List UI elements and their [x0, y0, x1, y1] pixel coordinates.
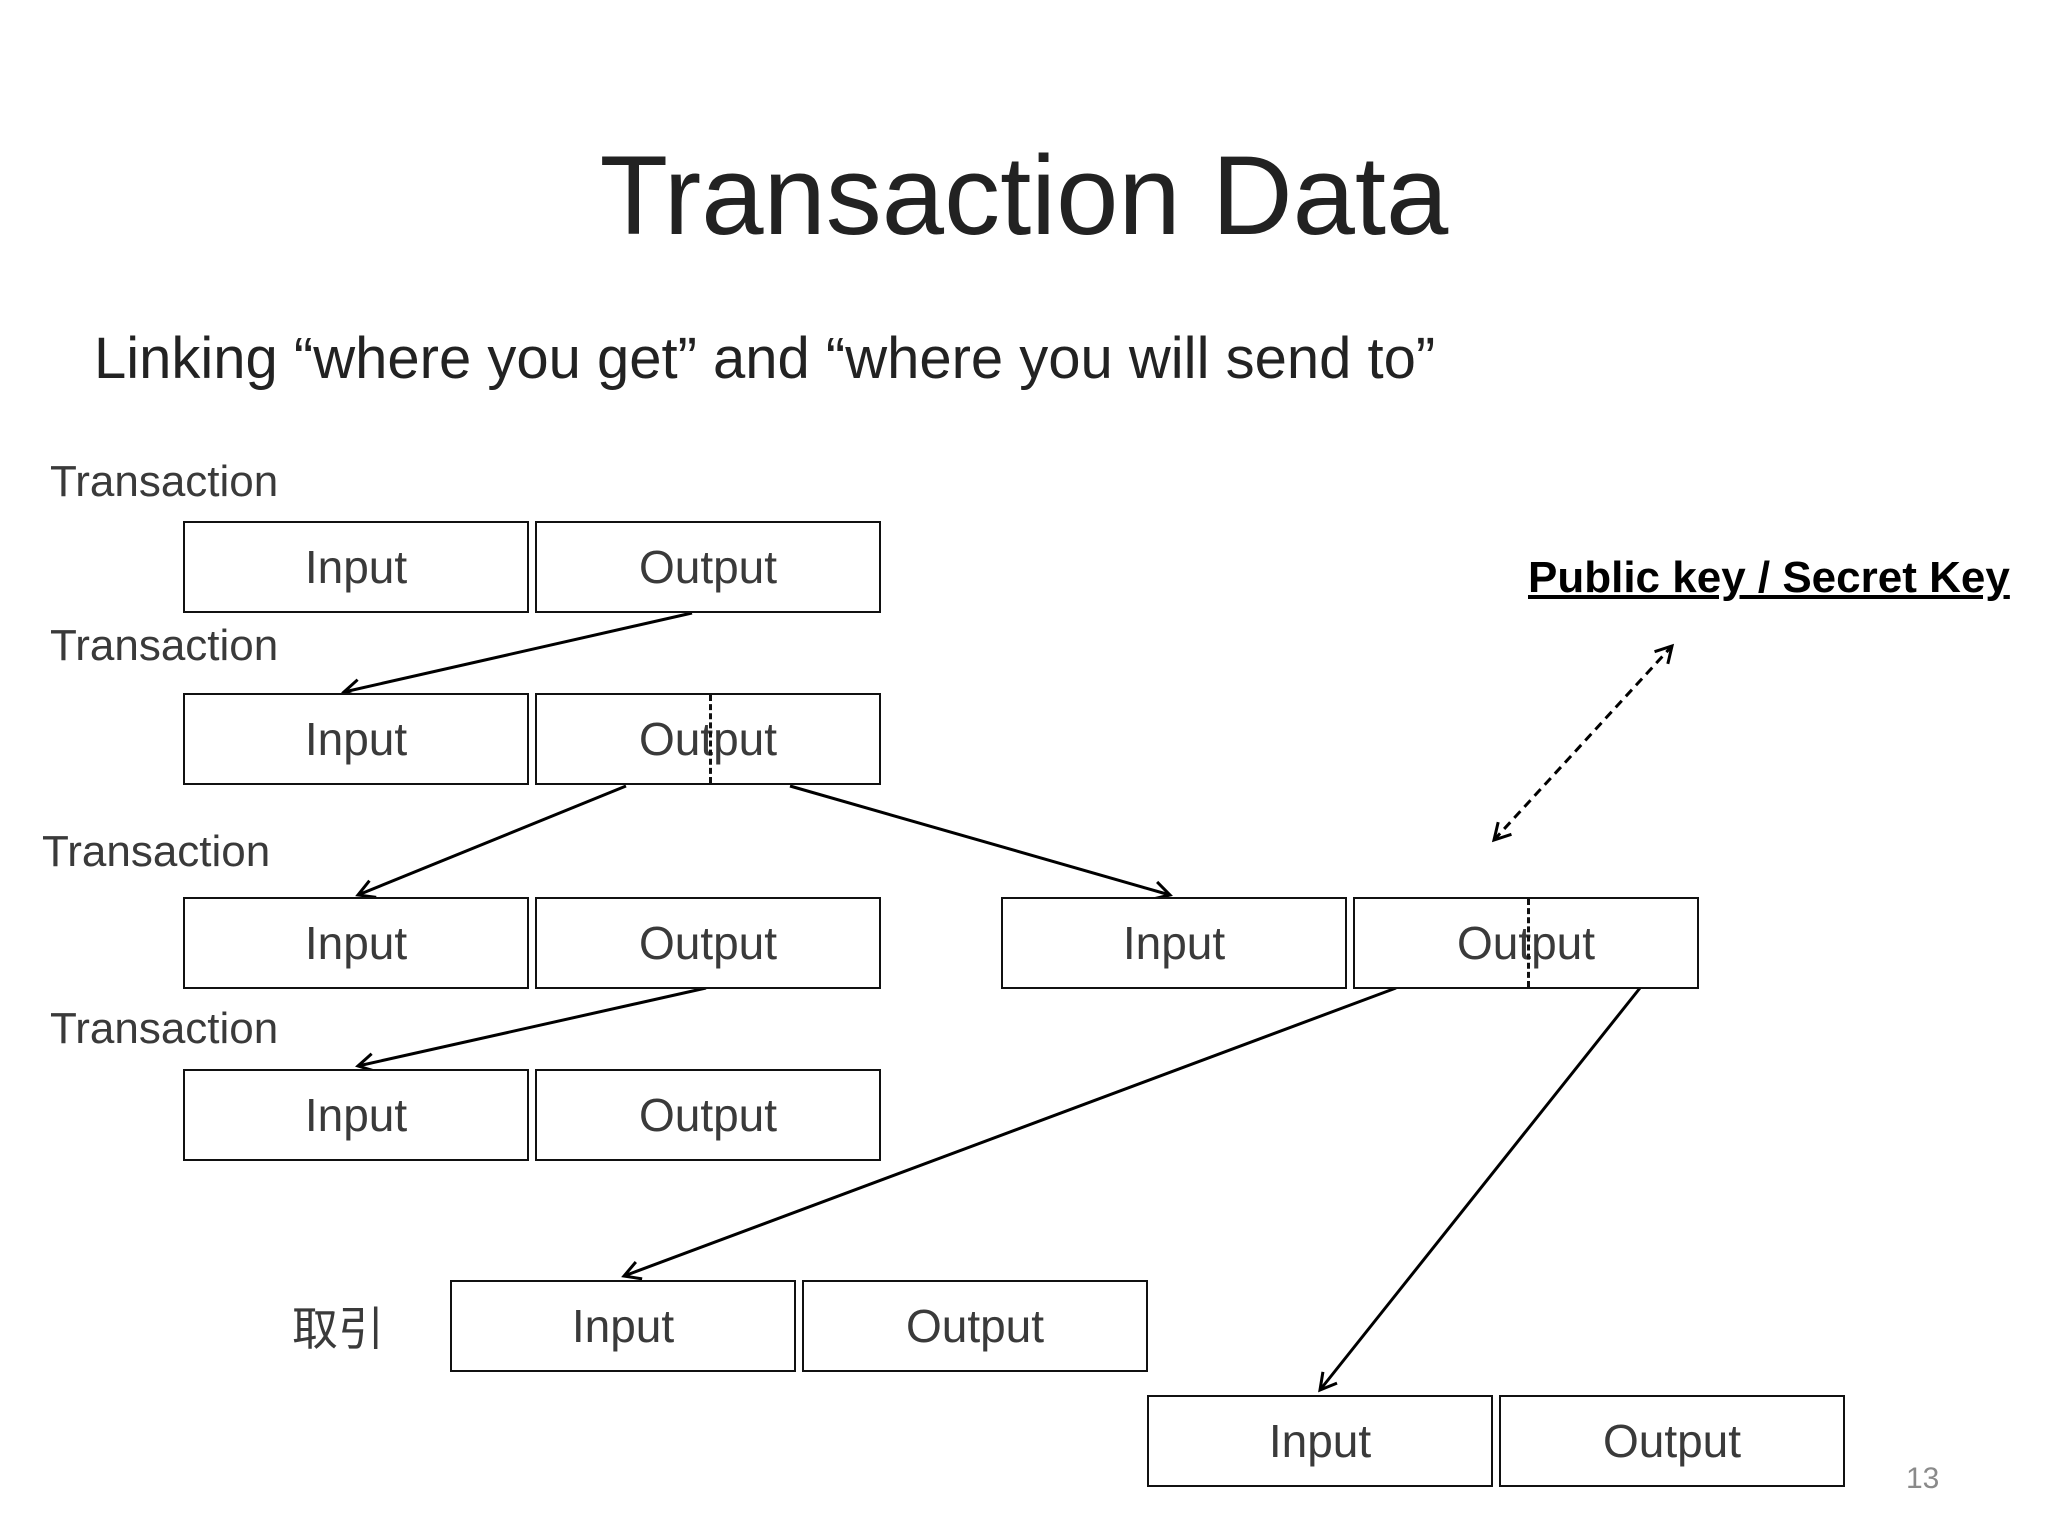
transaction-input-box: Input	[450, 1280, 796, 1372]
output-text: Output	[638, 713, 778, 765]
transaction-output-box: Output	[1499, 1395, 1845, 1487]
slide-subtitle: Linking “where you get” and “where you w…	[94, 326, 1436, 391]
arrow-tx5-output-to-tx6-input	[621, 986, 1397, 1281]
transaction-input-box: Input	[183, 693, 529, 785]
output-split-divider	[709, 695, 712, 783]
transaction-label-japanese: 取引	[292, 1303, 384, 1355]
transaction-output-box: Output	[535, 693, 881, 785]
arrow-tx2-output-to-tx5-input	[789, 784, 1173, 901]
arrow-tx1-output-to-tx2-input	[341, 611, 693, 699]
key-pair-double-arrow	[1491, 643, 1675, 843]
transaction-label: Transaction	[42, 827, 271, 876]
transaction-label: Transaction	[50, 1004, 279, 1053]
output-split-divider	[1527, 899, 1530, 987]
page-number: 13	[1906, 1462, 1940, 1495]
transaction-input-box: Input	[1147, 1395, 1493, 1487]
transaction-output-box: Output	[535, 521, 881, 613]
arrow-tx5-output-to-tx7-input	[1318, 987, 1642, 1393]
public-secret-key-label: Public key / Secret Key	[1528, 553, 2010, 602]
transaction-input-box: Input	[183, 897, 529, 989]
transaction-input-box: Input	[1001, 897, 1347, 989]
transaction-output-box: Output	[535, 897, 881, 989]
transaction-input-box: Input	[183, 521, 529, 613]
transaction-input-box: Input	[183, 1069, 529, 1161]
transaction-output-box: Output	[535, 1069, 881, 1161]
transaction-output-box: Output	[802, 1280, 1148, 1372]
transaction-output-box: Output	[1353, 897, 1699, 989]
arrow-tx2-output-to-tx3-input	[355, 784, 627, 899]
slide-title: Transaction Data	[599, 133, 1449, 258]
output-text: Output	[1456, 917, 1596, 969]
arrow-tx3-output-to-tx4-input	[355, 986, 707, 1073]
transaction-label: Transaction	[50, 457, 279, 506]
transaction-label: Transaction	[50, 621, 279, 670]
